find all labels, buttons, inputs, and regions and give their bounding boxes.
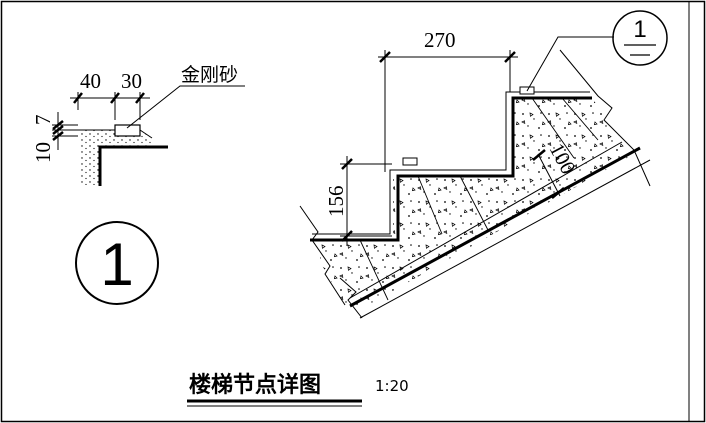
break-line-bottom xyxy=(339,277,363,319)
dim-text-10: 10 xyxy=(31,142,55,163)
nosing-mortar-fill xyxy=(80,130,152,185)
material-label: 金刚砂 xyxy=(181,64,238,86)
nosing-top-edge-right xyxy=(139,129,153,139)
dim-text-riser: 156 xyxy=(324,186,348,218)
carborundum-strip xyxy=(114,124,141,137)
step-strip-1 xyxy=(402,157,418,166)
hatch-line-5 xyxy=(561,97,599,141)
tick-3 xyxy=(135,92,145,104)
nosing-detail: 40 30 7 10 金刚砂 xyxy=(31,64,245,186)
hatch-line-1 xyxy=(417,175,443,235)
callout-number: 1 xyxy=(633,16,646,43)
tick-slab-top xyxy=(532,149,546,161)
stair-finish-outline xyxy=(310,96,592,242)
tick-left-1 xyxy=(52,120,64,130)
nosing-concrete-profile xyxy=(98,145,168,186)
break-line-right xyxy=(559,49,651,187)
tick-riser-bottom xyxy=(341,230,353,242)
callout-leader xyxy=(526,36,614,92)
break-line-left xyxy=(299,205,346,306)
detail-marker-number: 1 xyxy=(100,231,133,298)
dim-line-slab xyxy=(537,153,561,197)
drawing-title: 楼梯节点详图 1:20 xyxy=(187,372,409,407)
dim-text-tread: 270 xyxy=(424,28,456,52)
tick-tread-left xyxy=(379,51,391,63)
slab-bottom-plaster xyxy=(359,159,651,319)
tick-slab-bottom xyxy=(551,187,565,199)
slab-inner-line xyxy=(349,141,623,299)
hatch-line-2 xyxy=(459,175,489,231)
title-scale: 1:20 xyxy=(375,377,409,395)
detail-marker: 1 xyxy=(75,221,159,305)
dim-text-7: 7 xyxy=(31,115,55,126)
tick-tread-right xyxy=(504,51,516,63)
tick-riser-top xyxy=(341,158,353,170)
title-text: 楼梯节点详图 xyxy=(189,372,321,398)
slab-bottom-layer xyxy=(349,146,641,308)
dim-text-40: 40 xyxy=(80,69,101,93)
tick-left-3 xyxy=(52,131,64,141)
dim-text-30: 30 xyxy=(121,69,142,93)
stair-section: 270 156 100 1 xyxy=(299,10,668,319)
tick-2 xyxy=(110,92,120,104)
stair-concrete-body xyxy=(320,98,632,305)
detail-marker-circle xyxy=(75,221,159,305)
tick-left-2 xyxy=(52,125,64,135)
callout-circle xyxy=(612,10,668,66)
hatch-line-3 xyxy=(359,239,389,301)
material-leader xyxy=(126,85,245,129)
hatch-line-4 xyxy=(531,97,575,159)
tick-1 xyxy=(73,92,83,104)
